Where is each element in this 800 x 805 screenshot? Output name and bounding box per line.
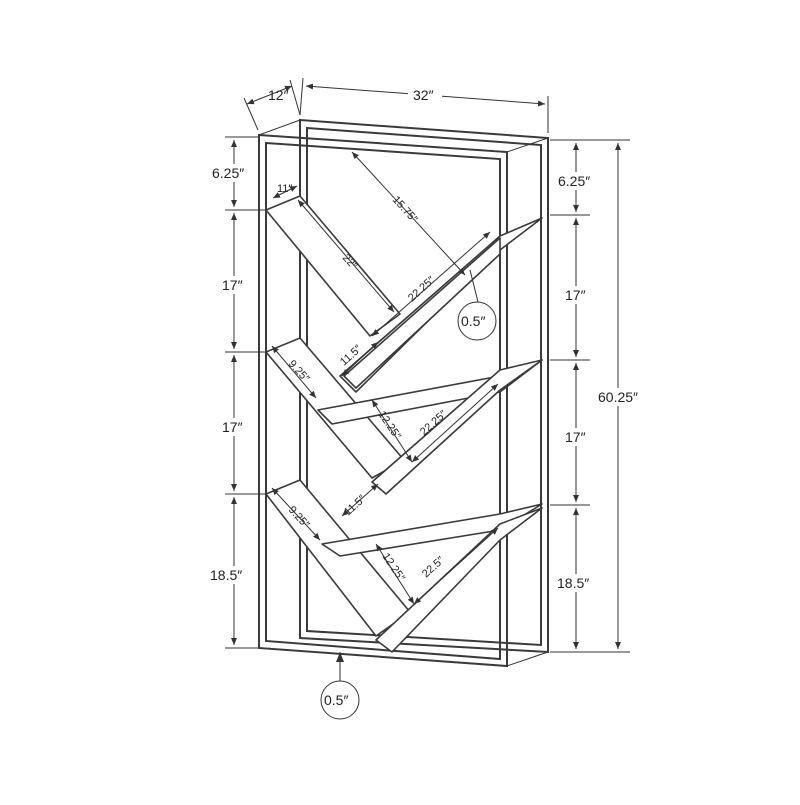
bottom-thickness-callout: 0.5″ xyxy=(320,652,360,720)
board-thickness-label: 0.5″ xyxy=(461,313,485,329)
total-height-label: 60.25″ xyxy=(598,389,638,405)
shelf-top-left xyxy=(265,195,401,337)
depth-label: 12″ xyxy=(268,87,289,103)
left-height-dimensions: 6.25″ 17″ 17″ 18.5″ xyxy=(205,136,265,649)
left-section-2-label: 17″ xyxy=(222,419,243,435)
right-section-1-label: 17″ xyxy=(565,287,586,303)
width-dimension: 32″ xyxy=(299,77,549,133)
depth-dimension: 12″ xyxy=(243,79,301,131)
right-height-dimensions: 6.25″ 17″ 17″ 18.5″ 60.25″ xyxy=(550,139,644,653)
left-section-3-label: 18.5″ xyxy=(210,567,242,583)
low-span-label: 12.25″ xyxy=(380,551,408,584)
right-section-3-label: 18.5″ xyxy=(557,575,589,591)
width-label: 32″ xyxy=(413,87,434,103)
left-top-gap-label: 6.25″ xyxy=(212,165,244,181)
bottom-thickness-label: 0.5″ xyxy=(324,692,348,708)
side-rails xyxy=(258,119,549,667)
right-section-2-label: 17″ xyxy=(565,429,586,445)
right-top-gap-label: 6.25″ xyxy=(558,173,590,189)
top-inner-diagonal-label: 15.75″ xyxy=(390,194,420,225)
left-section-1-label: 17″ xyxy=(222,277,243,293)
low-right-shelf-label: 22.5″ xyxy=(420,554,447,580)
top-depth-label: 11″ xyxy=(277,183,292,195)
